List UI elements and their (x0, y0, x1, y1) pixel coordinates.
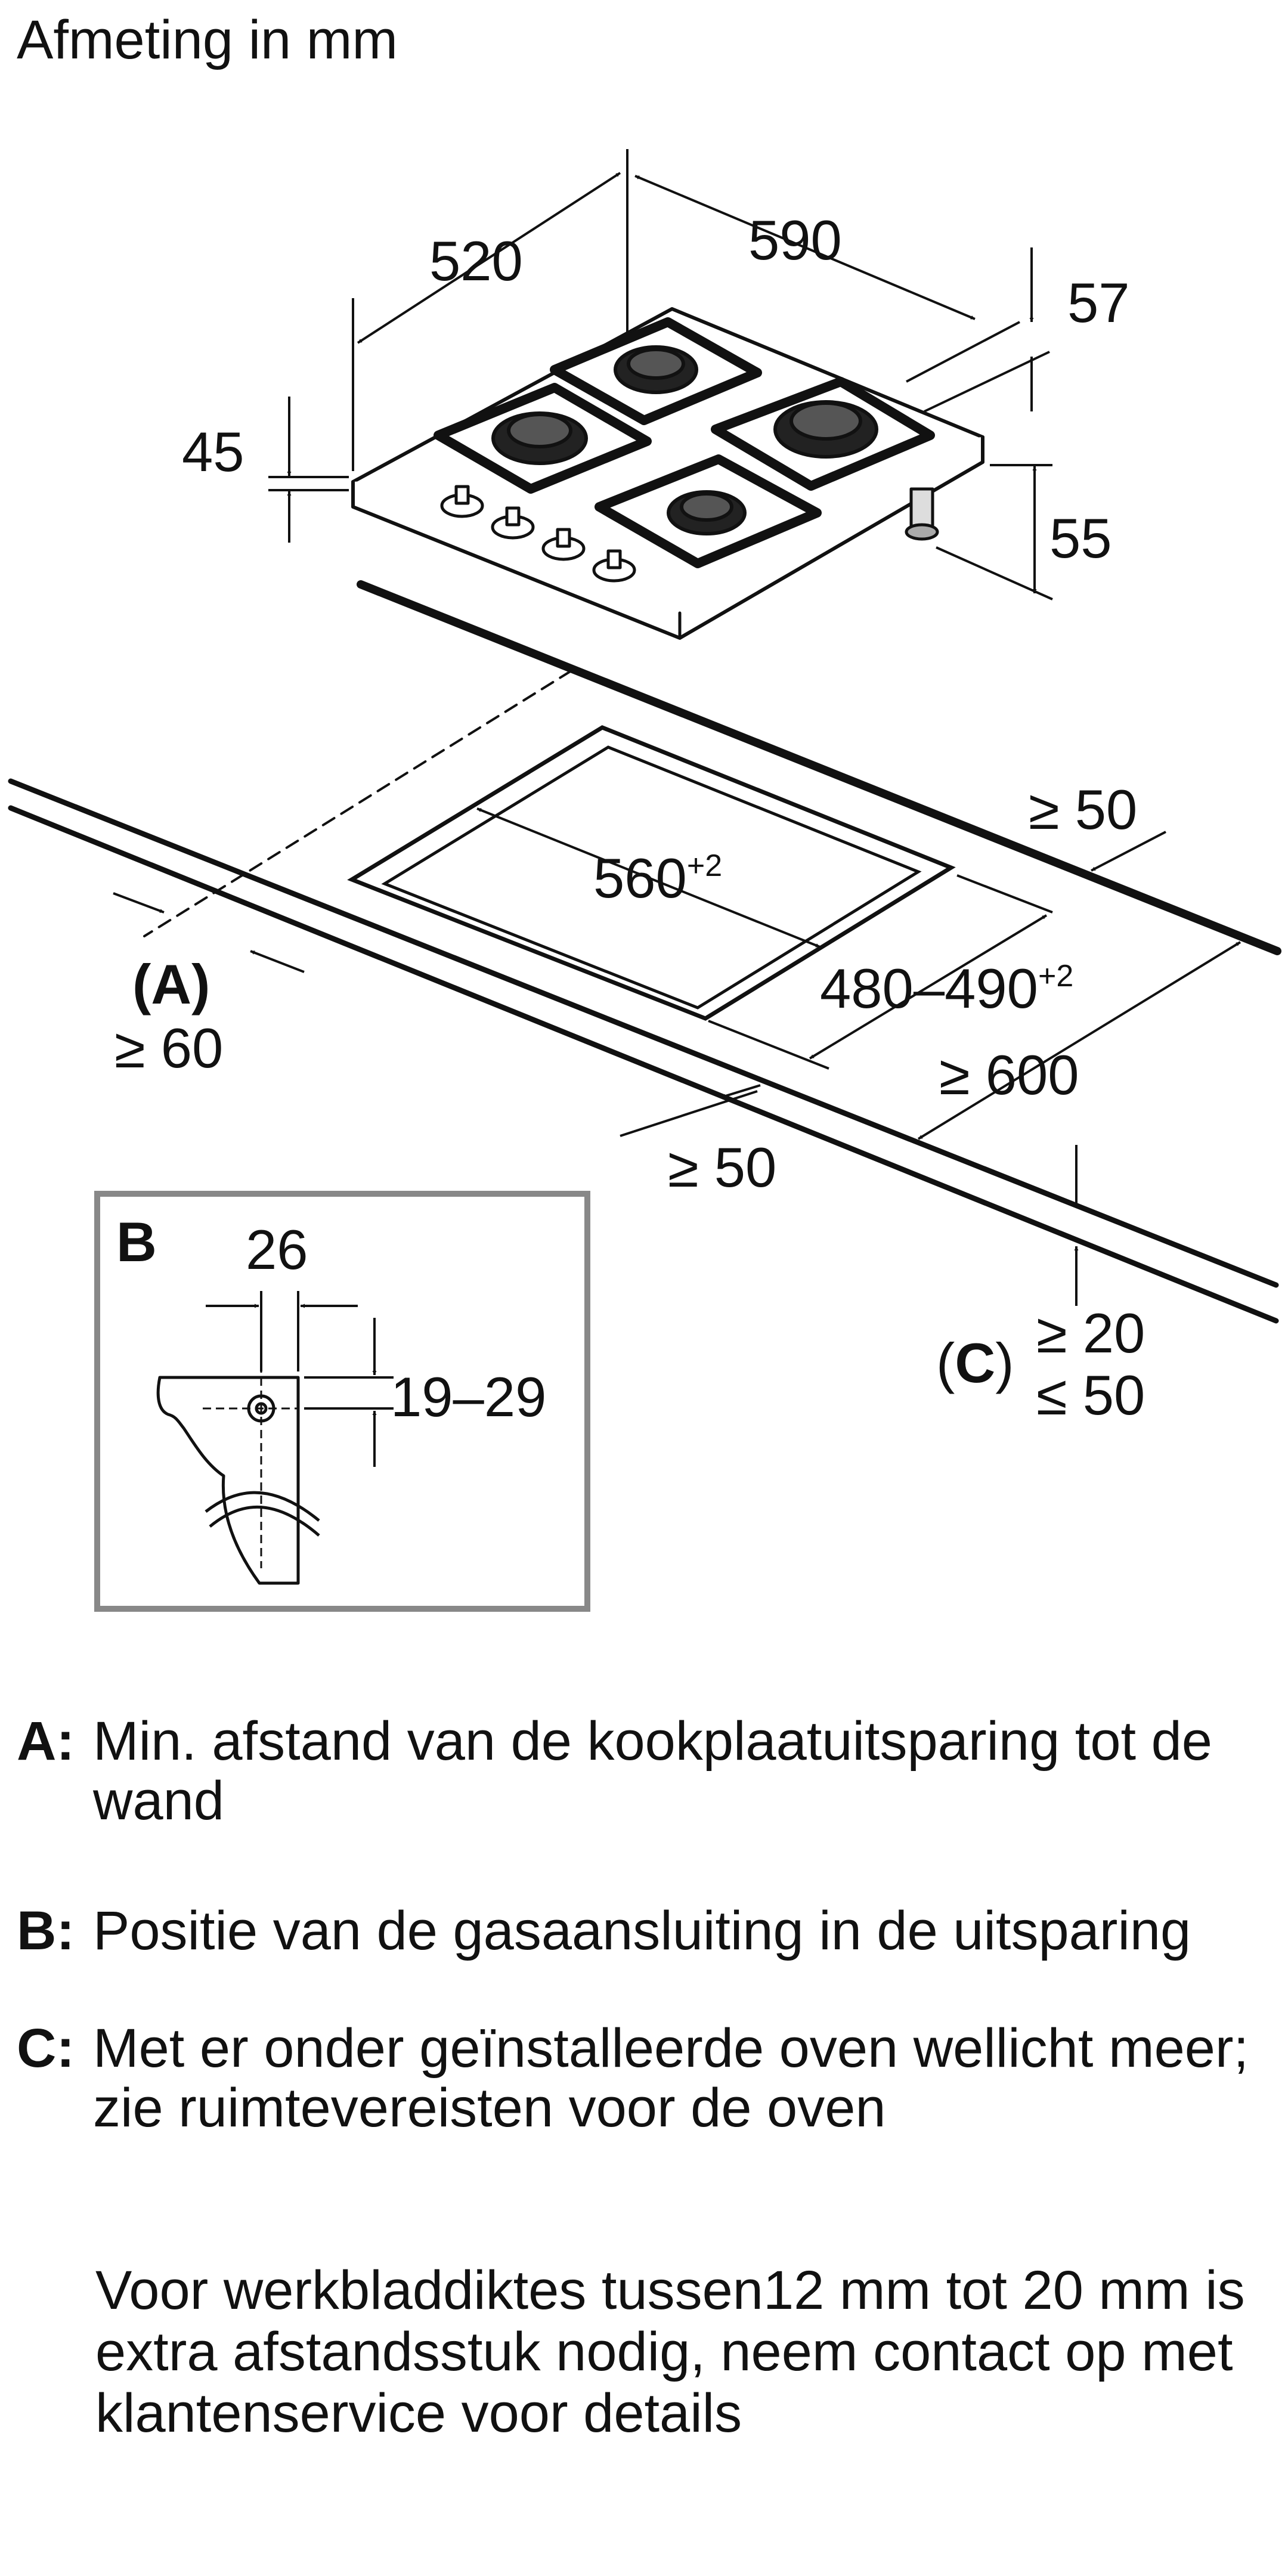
dim-hob-depth: 520 (429, 230, 523, 292)
legend-text: Met er onder geïnstalleerde oven wellich… (93, 2018, 1249, 2138)
hob-cutout (347, 725, 956, 1021)
legend-key: A: (17, 1711, 75, 1772)
dim-wall-clearance: ≥ 60 (114, 1017, 223, 1079)
legend-text: Positie van de gasaansluiting in de uits… (93, 1900, 1191, 1961)
dim-leg-height: 55 (1049, 507, 1112, 569)
dim-hob-width: 590 (748, 209, 842, 271)
dim-rear-clearance: ≥ 50 (1029, 778, 1137, 841)
detail-b-box: B 26 19–29 (94, 1191, 590, 1612)
dim-cutout-depth: 480–490+2 (820, 957, 1073, 1020)
burner-front-right (667, 490, 747, 535)
dim-glass-thickness: 45 (182, 420, 244, 483)
burner-rear-right (773, 400, 878, 459)
control-knobs (440, 485, 636, 583)
worktop (8, 580, 1281, 1324)
detail-b-label: B (116, 1210, 157, 1273)
dim-worktop-depth: ≥ 600 (939, 1044, 1079, 1106)
dim-thickness-min: ≥ 20 (1036, 1302, 1145, 1364)
dim-b-height: 19–29 (391, 1366, 546, 1428)
burner-front-left (491, 411, 588, 465)
dim-frame-height: 57 (1067, 271, 1130, 334)
gas-connector (905, 487, 939, 541)
dim-b-offset: 26 (246, 1218, 308, 1281)
dim-cutout-width: 560+2 (593, 847, 722, 909)
legend-text: Min. afstand van de kookplaatuitsparing … (93, 1711, 1212, 1831)
page-title: Afmeting in mm (17, 10, 398, 70)
legend-key: C: (17, 2018, 75, 2079)
dim-front-clearance: ≥ 50 (668, 1136, 776, 1199)
worktop-thickness-note: Voor werkbladdiktes tussen12 mm tot 20 m… (95, 2260, 1245, 2444)
label-c: (C) (936, 1332, 1014, 1394)
dim-thickness-max: ≤ 50 (1036, 1364, 1145, 1426)
burner-rear-left (614, 345, 698, 394)
legend-key: B: (17, 1900, 75, 1961)
gas-hob-illustration (351, 307, 984, 640)
label-a: (A) (132, 953, 210, 1015)
installation-diagram: Afmeting in mm (8, 10, 1281, 1612)
